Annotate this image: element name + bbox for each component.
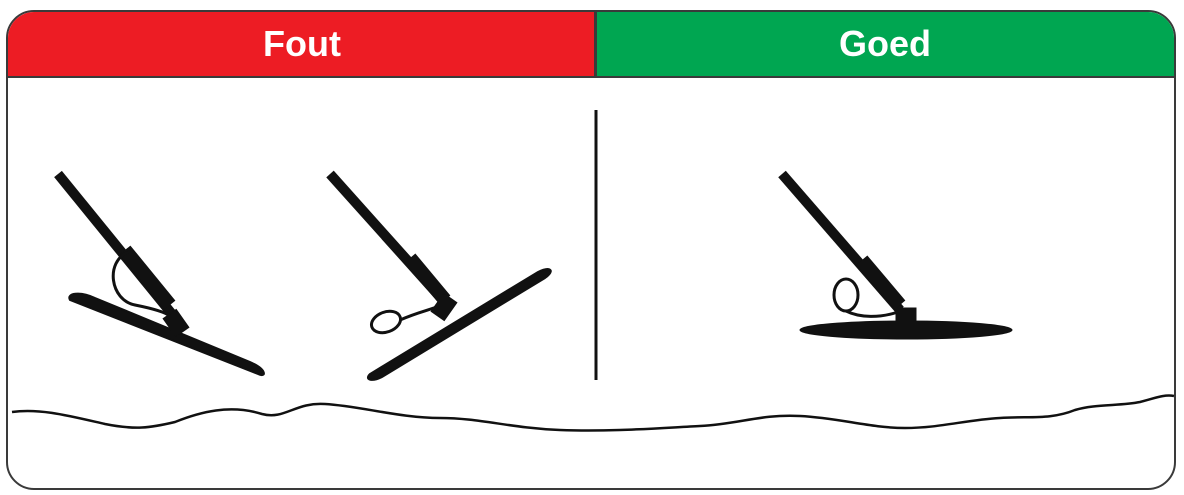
ground-line (12, 395, 1174, 430)
detector-wrong-1 (58, 174, 264, 375)
detector-wrong-2 (330, 174, 551, 380)
detector-correct (782, 174, 1012, 339)
